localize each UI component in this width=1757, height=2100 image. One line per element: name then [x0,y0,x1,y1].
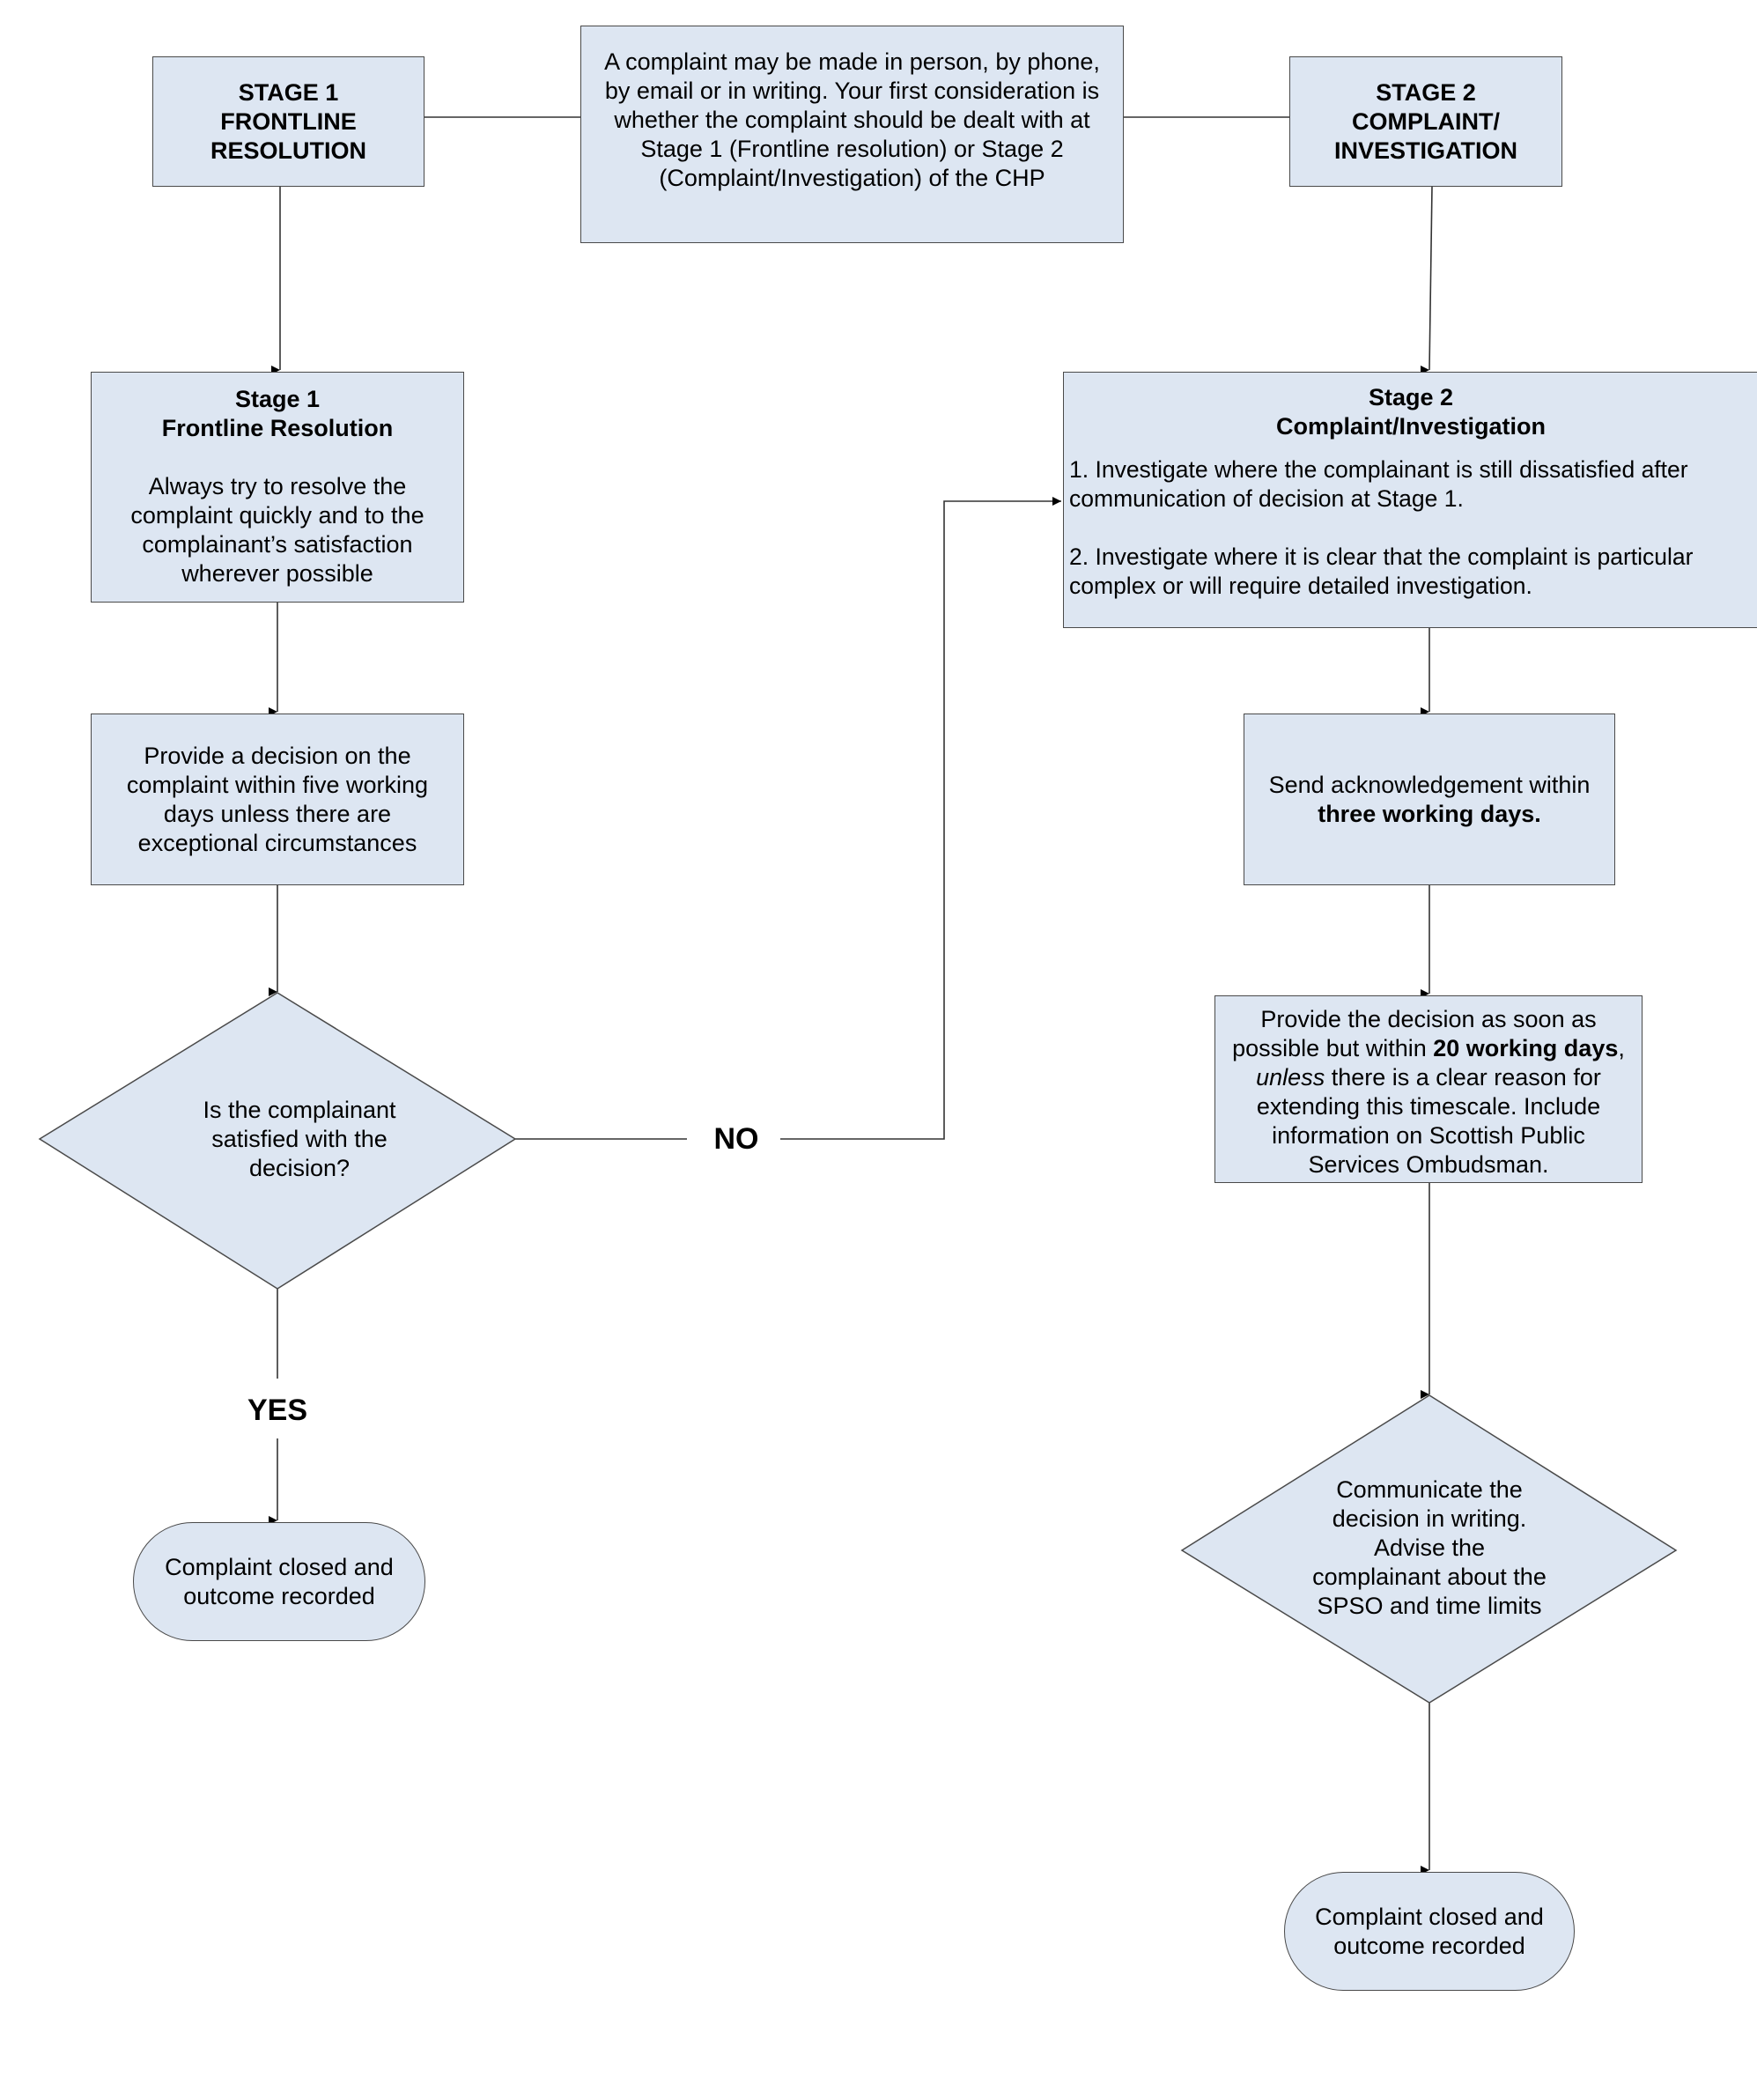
stage2-header-line3: INVESTIGATION [1333,137,1517,164]
stage2-box: Stage 2 Complaint/Investigation 1. Inves… [1063,372,1757,628]
stage2-decision-bold1: 20 working days [1433,1035,1619,1061]
acknowledge-text: Send acknowledgement within [1268,771,1591,798]
stage1-box-body: Always try to resolve the complaint quic… [130,473,424,587]
stage2-decision-part1: Provide the decision as soon as possible… [1232,1006,1597,1061]
stage1-header-line2: FRONTLINE [220,107,357,135]
stage2-decision-box: Provide the decision as soon as possible… [1214,995,1643,1183]
stage1-decision-box: Provide a decision on the complaint with… [91,714,464,885]
stage2-box-title1: Stage 2 [1368,384,1454,410]
intro-text: A complaint may be made in person, by ph… [604,48,1100,191]
no-label: NO [692,1117,780,1161]
acknowledge-bold: three working days. [1318,800,1541,827]
satisfied-question-text: Is the complainant satisfied with the de… [203,1096,396,1181]
stage2-header-line1: STAGE 2 [1376,78,1476,106]
stage2-closed-terminal: Complaint closed and outcome recorded [1284,1872,1575,1991]
stage1-closed-text: Complaint closed and outcome recorded [165,1553,394,1609]
communicate-diamond [1180,1394,1678,1704]
acknowledge-box: Send acknowledgement within three workin… [1244,714,1615,885]
stage2-decision-italic1: unless [1256,1064,1325,1091]
stage1-box: Stage 1 Frontline Resolution Always try … [91,372,464,603]
communicate-text: Communicate the decision in writing. Adv… [1312,1475,1547,1619]
stage1-header-box: STAGE 1 FRONTLINE RESOLUTION [152,56,424,187]
stage2-decision-part3: there is a clear reason for extending th… [1256,1064,1601,1178]
stage2-header-line2: COMPLAINT/ [1352,107,1500,135]
intro-box: A complaint may be made in person, by ph… [580,26,1124,243]
stage1-closed-terminal: Complaint closed and outcome recorded [133,1522,425,1641]
arrow-to-stage2-box [1421,186,1433,374]
stage2-box-point1: 1. Investigate where the complainant is … [1069,456,1688,512]
stage1-decision-text: Provide a decision on the complaint with… [126,742,429,856]
stage1-header-line1: STAGE 1 [238,78,339,106]
stage2-box-point2: 2. Investigate where it is clear that th… [1069,543,1694,599]
stage1-box-title2: Frontline Resolution [161,415,394,441]
stage1-header-line3: RESOLUTION [210,137,366,164]
stage1-box-title1: Stage 1 [234,386,321,412]
stage2-header-box: STAGE 2 COMPLAINT/ INVESTIGATION [1289,56,1562,187]
stage2-decision-part2: , [1618,1035,1625,1061]
satisfied-question-diamond [38,992,517,1290]
yes-label: YES [233,1386,321,1435]
arrow-no-to-stage2-box [779,497,1061,1140]
stage2-closed-text: Complaint closed and outcome recorded [1315,1903,1544,1959]
stage2-box-title2: Complaint/Investigation [1275,413,1547,440]
